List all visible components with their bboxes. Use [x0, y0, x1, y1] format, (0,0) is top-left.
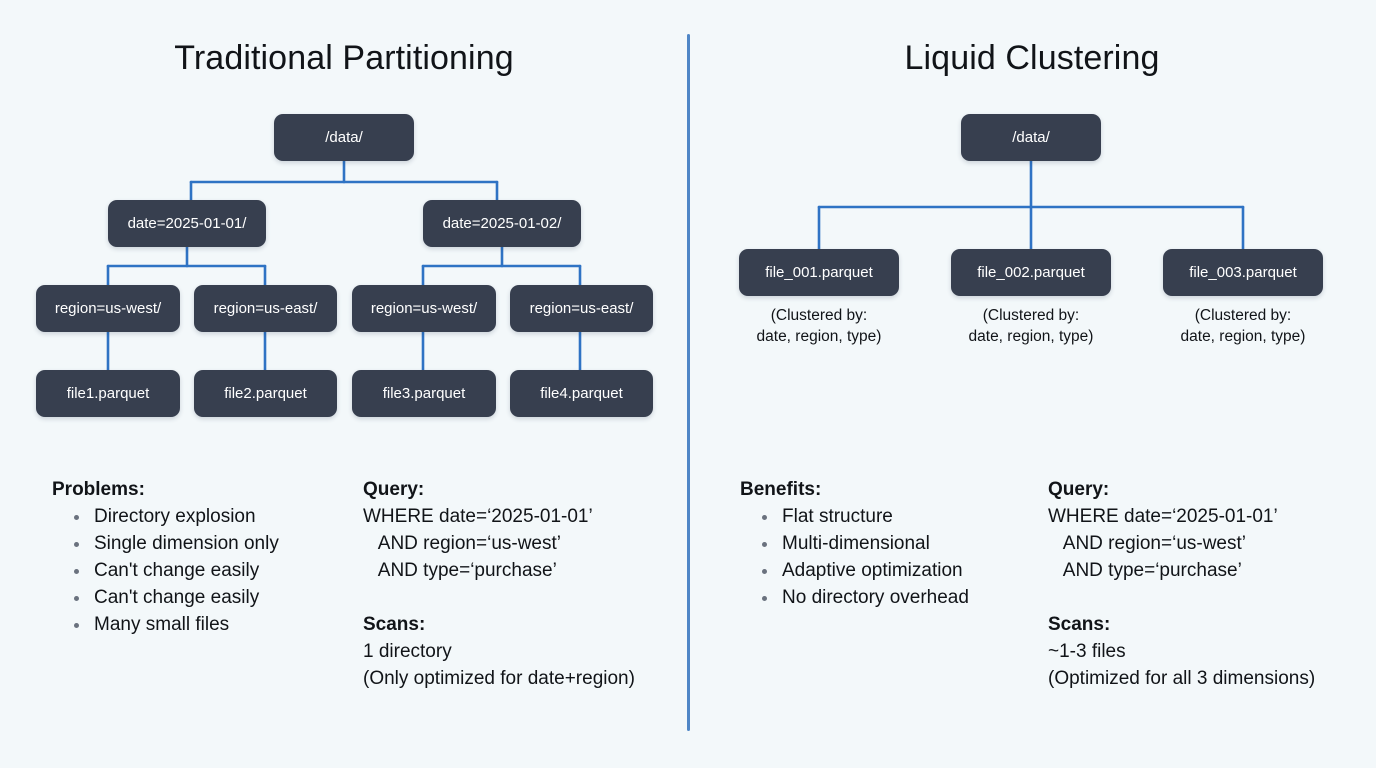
node-right-root[interactable]: /data/ — [961, 114, 1101, 161]
node-right-file-1[interactable]: file_001.parquet — [739, 249, 899, 296]
benefits-heading: Benefits: — [740, 479, 822, 500]
node-left-file-3[interactable]: file3.parquet — [352, 370, 496, 417]
node-left-file-4[interactable]: file4.parquet — [510, 370, 653, 417]
right-query-line: AND region=‘us-west’ — [1048, 533, 1246, 554]
node-left-region-1[interactable]: region=us-west/ — [36, 285, 180, 332]
list-item: Adaptive optimization — [762, 557, 1040, 584]
left-scans-line: 1 directory — [363, 641, 452, 662]
node-left-date-1[interactable]: date=2025-01-01/ — [108, 200, 266, 247]
left-query-block: Query: WHERE date=‘2025-01-01’ AND regio… — [363, 476, 683, 692]
node-left-root[interactable]: /data/ — [274, 114, 414, 161]
list-item: Multi-dimensional — [762, 530, 1040, 557]
problems-list: Directory explosion Single dimension onl… — [52, 503, 352, 638]
list-item: Flat structure — [762, 503, 1040, 530]
panel-title-traditional-partitioning: Traditional Partitioning — [174, 39, 514, 77]
spacer — [363, 584, 683, 611]
panel-title-liquid-clustering: Liquid Clustering — [904, 39, 1160, 77]
left-scans-line: (Only optimized for date+region) — [363, 668, 635, 689]
right-scans-line: (Optimized for all 3 dimensions) — [1048, 668, 1316, 689]
spacer — [1048, 584, 1376, 611]
list-item: Single dimension only — [74, 530, 352, 557]
node-left-region-2[interactable]: region=us-east/ — [194, 285, 337, 332]
benefits-list: Flat structure Multi-dimensional Adaptiv… — [740, 503, 1040, 611]
node-right-file-2[interactable]: file_002.parquet — [951, 249, 1111, 296]
right-scans-line: ~1-3 files — [1048, 641, 1126, 662]
problems-heading: Problems: — [52, 479, 145, 500]
right-query-heading: Query: — [1048, 479, 1110, 500]
left-query-line: AND type=‘purchase’ — [363, 560, 557, 581]
list-item: Many small files — [74, 611, 352, 638]
left-scans-heading: Scans: — [363, 614, 426, 635]
caption-right-file-2: (Clustered by: date, region, type) — [968, 307, 1094, 345]
list-item: Directory explosion — [74, 503, 352, 530]
node-left-region-3[interactable]: region=us-west/ — [352, 285, 496, 332]
right-query-line: WHERE date=‘2025-01-01’ — [1048, 506, 1278, 527]
node-left-date-2[interactable]: date=2025-01-02/ — [423, 200, 581, 247]
left-query-line: AND region=‘us-west’ — [363, 533, 561, 554]
node-right-file-3[interactable]: file_003.parquet — [1163, 249, 1323, 296]
right-query-line: AND type=‘purchase’ — [1048, 560, 1242, 581]
caption-right-file-1: (Clustered by: date, region, type) — [756, 307, 882, 345]
right-scans-heading: Scans: — [1048, 614, 1111, 635]
caption-right-file-3: (Clustered by: date, region, type) — [1180, 307, 1306, 345]
list-item: Can't change easily — [74, 557, 352, 584]
left-query-heading: Query: — [363, 479, 425, 500]
list-item: Can't change easily — [74, 584, 352, 611]
benefits-block: Benefits: Flat structure Multi-dimension… — [740, 476, 1040, 611]
right-query-block: Query: WHERE date=‘2025-01-01’ AND regio… — [1048, 476, 1376, 692]
node-left-file-1[interactable]: file1.parquet — [36, 370, 180, 417]
node-left-file-2[interactable]: file2.parquet — [194, 370, 337, 417]
panel-divider — [687, 34, 690, 731]
problems-block: Problems: Directory explosion Single dim… — [52, 476, 352, 638]
node-left-region-4[interactable]: region=us-east/ — [510, 285, 653, 332]
left-query-line: WHERE date=‘2025-01-01’ — [363, 506, 593, 527]
list-item: No directory overhead — [762, 584, 1040, 611]
